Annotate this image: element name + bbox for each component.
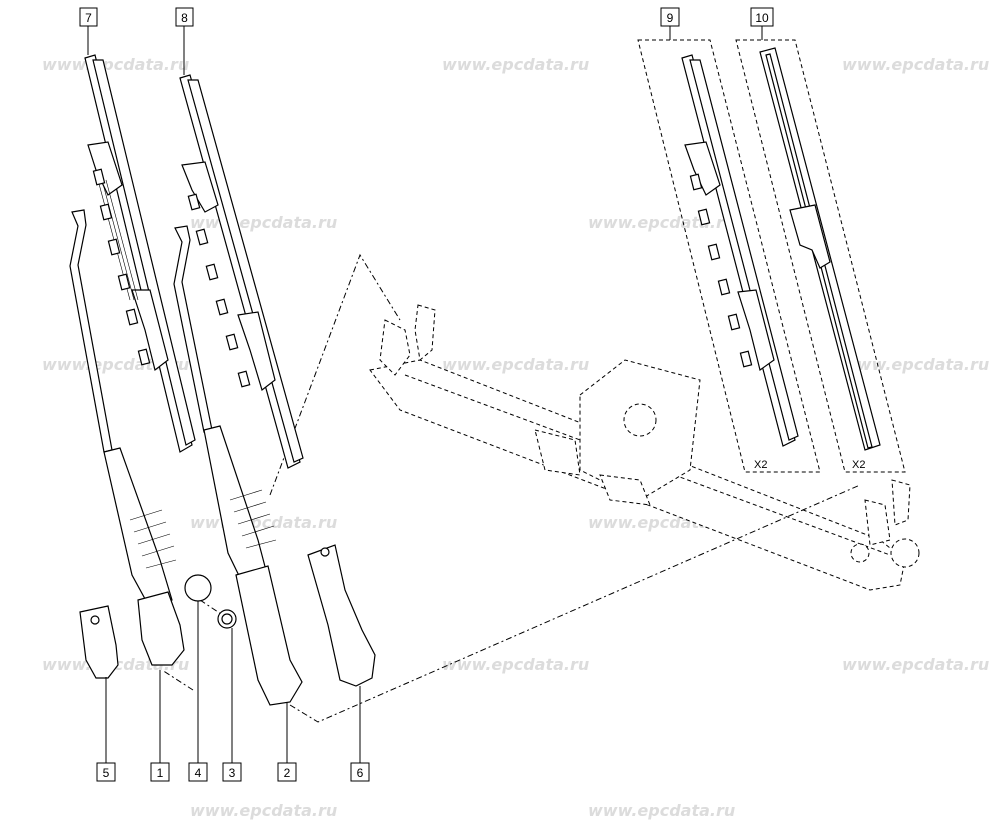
watermark: www.epcdata.ru [442, 355, 589, 374]
callout-label: 10 [755, 11, 769, 25]
cap-4 [184, 574, 212, 602]
callout-label: 3 [229, 766, 236, 780]
kit-9-blade: X2 [637, 39, 821, 473]
callout-leaders [87, 26, 763, 763]
nut-3 [217, 609, 237, 629]
callout-label: 6 [357, 766, 364, 780]
cap-cover-5 [79, 605, 119, 679]
watermark: www.epcdata.ru [442, 55, 589, 74]
watermark: www.epcdata.ru [190, 801, 337, 820]
cap-cover-6 [307, 544, 376, 687]
watermark: www.epcdata.ru [588, 801, 735, 820]
wiper-linkage-ghost [369, 304, 920, 591]
callout-10: 10 [750, 7, 774, 27]
callout-9: 9 [660, 7, 680, 27]
watermark: www.epcdata.ru [842, 55, 989, 74]
callout-4: 4 [188, 762, 208, 782]
watermark: www.epcdata.ru [842, 655, 989, 674]
callout-1: 1 [150, 762, 170, 782]
callout-5: 5 [96, 762, 116, 782]
callout-7: 7 [79, 7, 98, 27]
callout-label: 7 [85, 11, 92, 25]
callout-6: 6 [350, 762, 370, 782]
callout-3: 3 [222, 762, 242, 782]
wiper-arm-2 [173, 225, 303, 706]
callout-label: 8 [181, 11, 188, 25]
watermark: www.epcdata.ru [588, 213, 735, 232]
callout-label: 2 [284, 766, 291, 780]
watermark: www.epcdata.ru [42, 55, 189, 74]
quantity-note-9: X2 [754, 459, 767, 471]
wiper-blade-7 [84, 54, 196, 453]
quantity-note-10: X2 [852, 459, 865, 471]
callout-8: 8 [175, 7, 194, 27]
callout-label: 5 [103, 766, 110, 780]
callout-label: 4 [195, 766, 202, 780]
wiper-blade-8 [179, 74, 304, 469]
wiper-arm-1 [69, 209, 185, 666]
watermark: www.epcdata.ru [442, 655, 589, 674]
callout-2: 2 [277, 762, 297, 782]
watermark: www.epcdata.ru [190, 213, 337, 232]
callout-label: 9 [667, 11, 674, 25]
callout-label: 1 [157, 766, 164, 780]
kit-10-refill: X2 [735, 39, 906, 473]
watermark: www.epcdata.ru [842, 355, 989, 374]
